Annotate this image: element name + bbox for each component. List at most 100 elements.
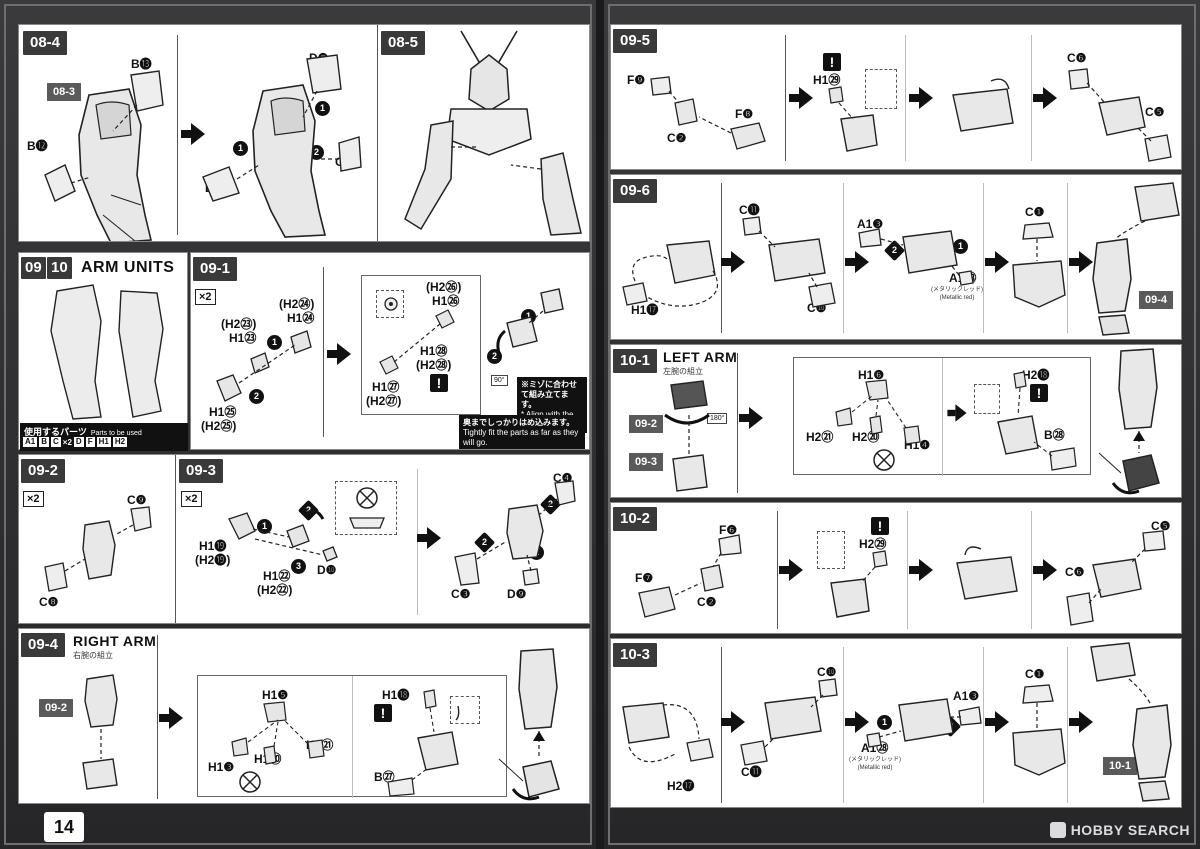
part-c2: C❷: [667, 131, 687, 145]
watermark: HOBBY SEARCH: [1049, 822, 1190, 838]
part-f8: F❽: [735, 107, 754, 121]
ref-label-09-2: 09-2: [39, 699, 74, 717]
right-arm-subtitle: 右腕の組立: [73, 651, 113, 660]
subassembly-box-10-1: H1❻ H2㉑ H2⑳ H1❹ H2⓲ ! B㉘: [793, 357, 1091, 476]
page-spine: [596, 0, 604, 849]
order-number-1: 1: [315, 101, 330, 116]
step-arrow-10-2-b: [909, 559, 933, 581]
panel-arm-units: 09 10 ARM UNITS: [18, 252, 188, 450]
part-h2-26: (H2㉖): [426, 280, 462, 294]
part-b27: B㉗: [374, 770, 395, 784]
part-b28: B㉘: [1044, 428, 1065, 442]
section-number-10: 10: [47, 257, 72, 279]
divider-08-5: [377, 25, 378, 241]
shoulder-armor-figure-b: [742, 216, 836, 308]
step-arrow-09-6-b: [845, 251, 869, 273]
part-h2-25: (H2㉕): [201, 419, 237, 433]
part-c3: C❸: [451, 587, 471, 601]
part-a1-3: A1❸: [857, 217, 884, 231]
right-arm-title: RIGHT ARM: [73, 633, 157, 649]
step-arrow-09-4: [159, 707, 183, 729]
ref-label-09-2: 09-2: [629, 415, 664, 433]
caution-icon: !: [871, 517, 889, 535]
part-h1-3: H1❸: [208, 760, 235, 774]
part-d9: D❾: [507, 587, 527, 601]
step-arrow-10-2-c: [1033, 559, 1057, 581]
shoulder-figure-10-2-a: [638, 534, 742, 618]
forearm-figure-09-3: [454, 480, 576, 586]
step-arrow-09-3: [417, 527, 441, 549]
step-label-09-2: 09-2: [21, 459, 66, 483]
forearm-figure-09-4: [82, 674, 118, 790]
part-f7: F❼: [635, 571, 654, 585]
fingers-figure-left: [835, 379, 921, 471]
hand-figure: [387, 689, 460, 797]
hand-joint-figure: [216, 330, 312, 402]
part-b12: B⓬: [27, 139, 48, 153]
part-h1-22: H1㉒: [263, 569, 291, 583]
part-h1-25: H1㉕: [209, 405, 237, 419]
divider-10-3-d: [1067, 647, 1068, 803]
shoulder-armor-figure-a: [622, 240, 719, 307]
hobby-search-logo-icon: [1049, 822, 1066, 838]
arm-units-preview: [50, 284, 164, 420]
subassembly-box-09-1: (H2㉖) H1㉖ H1㉘ (H2㉘) H1㉗ (H2㉗) !: [361, 275, 481, 415]
divider-09-2: [175, 455, 176, 623]
divider-09-6-c: [983, 183, 984, 333]
part-h1-18: H1⓲: [382, 688, 410, 702]
part-c5: C❺: [1145, 105, 1165, 119]
hand-figure-left: [997, 371, 1077, 471]
parts-chip-h1: H1: [96, 437, 111, 447]
step-arrow-09-1: [327, 343, 351, 365]
forearm-figure-10-1: [664, 380, 710, 492]
divider-08-4-a: [177, 35, 178, 235]
shoulder-figure-09-5-c: [952, 78, 1014, 132]
parts-chip-d: D: [73, 437, 84, 447]
step-arrow-10-3-d: [1069, 711, 1093, 733]
left-page-border: [4, 4, 592, 845]
part-h1-29: H1㉙: [813, 73, 841, 87]
divider-10-2-a: [777, 511, 778, 629]
part-c6: C❻: [1065, 565, 1085, 579]
step-arrow-09-6-c: [985, 251, 1009, 273]
thumb-detail-callout: [974, 384, 1000, 414]
part-c1: C❶: [1025, 205, 1045, 219]
panel-10-2: 10-2 F❻ F❼ C❷ ! H2㉙ C❺ C❻: [610, 502, 1182, 634]
part-c10: C❿: [817, 665, 837, 679]
part-f9: F❾: [627, 73, 646, 87]
completed-right-arm: [498, 648, 560, 801]
step-arrow-09-5-a: [789, 87, 813, 109]
panel-09-1: 09-1 ×2 (H2㉓) H1㉓ (H2㉔) H1㉔ H1㉕ (H2㉕) 1 …: [190, 252, 590, 450]
caution-icon: !: [430, 374, 448, 392]
divider-09-5-c: [1031, 35, 1032, 161]
subassembly-box-09-4: H1❺ H1❸ H1⑳ H1㉑ H1⓲ ! B㉗: [197, 675, 507, 798]
part-a1-3: A1❸: [953, 689, 980, 703]
parts-chip-a1: A1: [23, 437, 38, 447]
step-arrow-08-4: [181, 123, 205, 145]
step-arrow-10-1: [739, 407, 763, 429]
part-h1-19: H1⓳: [199, 539, 227, 553]
step-label-09-6: 09-6: [613, 179, 658, 203]
divider-10-3-c: [983, 647, 984, 803]
caution-icon: !: [1030, 384, 1048, 402]
rotate-90-icon: 90°: [491, 375, 508, 386]
order-number-1: 1: [267, 335, 282, 350]
shoulder-armor-figure-c: [858, 228, 974, 286]
divider-09-4-a: [157, 635, 158, 799]
panel-10-3: 10-3 H2⓱ C❿ C⓫ A1❸ 1 2 A1㉘ (メタリックレッド)(Me…: [610, 638, 1182, 808]
part-h2-29: H2㉙: [859, 537, 887, 551]
step-label-08-4: 08-4: [23, 31, 68, 55]
part-h2-27: (H2㉗): [366, 394, 402, 408]
parts-chip-c-x2: ×2: [62, 437, 72, 447]
completed-left-shoulder-arm: [1090, 642, 1172, 802]
shoulder-figure-09-5-a: [650, 76, 766, 150]
metallic-red-note: (メタリックレッド)(Metallic red): [849, 757, 901, 771]
shoulder-figure-10-2-c: [956, 546, 1018, 600]
order-number-3: 3: [291, 559, 306, 574]
completed-left-arm: [1098, 348, 1160, 495]
panel-10-1: 10-1 LEFT ARM 左腕の組立 09-2 09-3 180° H1❻ H…: [610, 344, 1182, 498]
shoulder-figure-09-5-b: [828, 86, 878, 152]
part-h1-24: H1㉔: [287, 311, 315, 325]
step-label-09-4: 09-4: [21, 633, 66, 657]
